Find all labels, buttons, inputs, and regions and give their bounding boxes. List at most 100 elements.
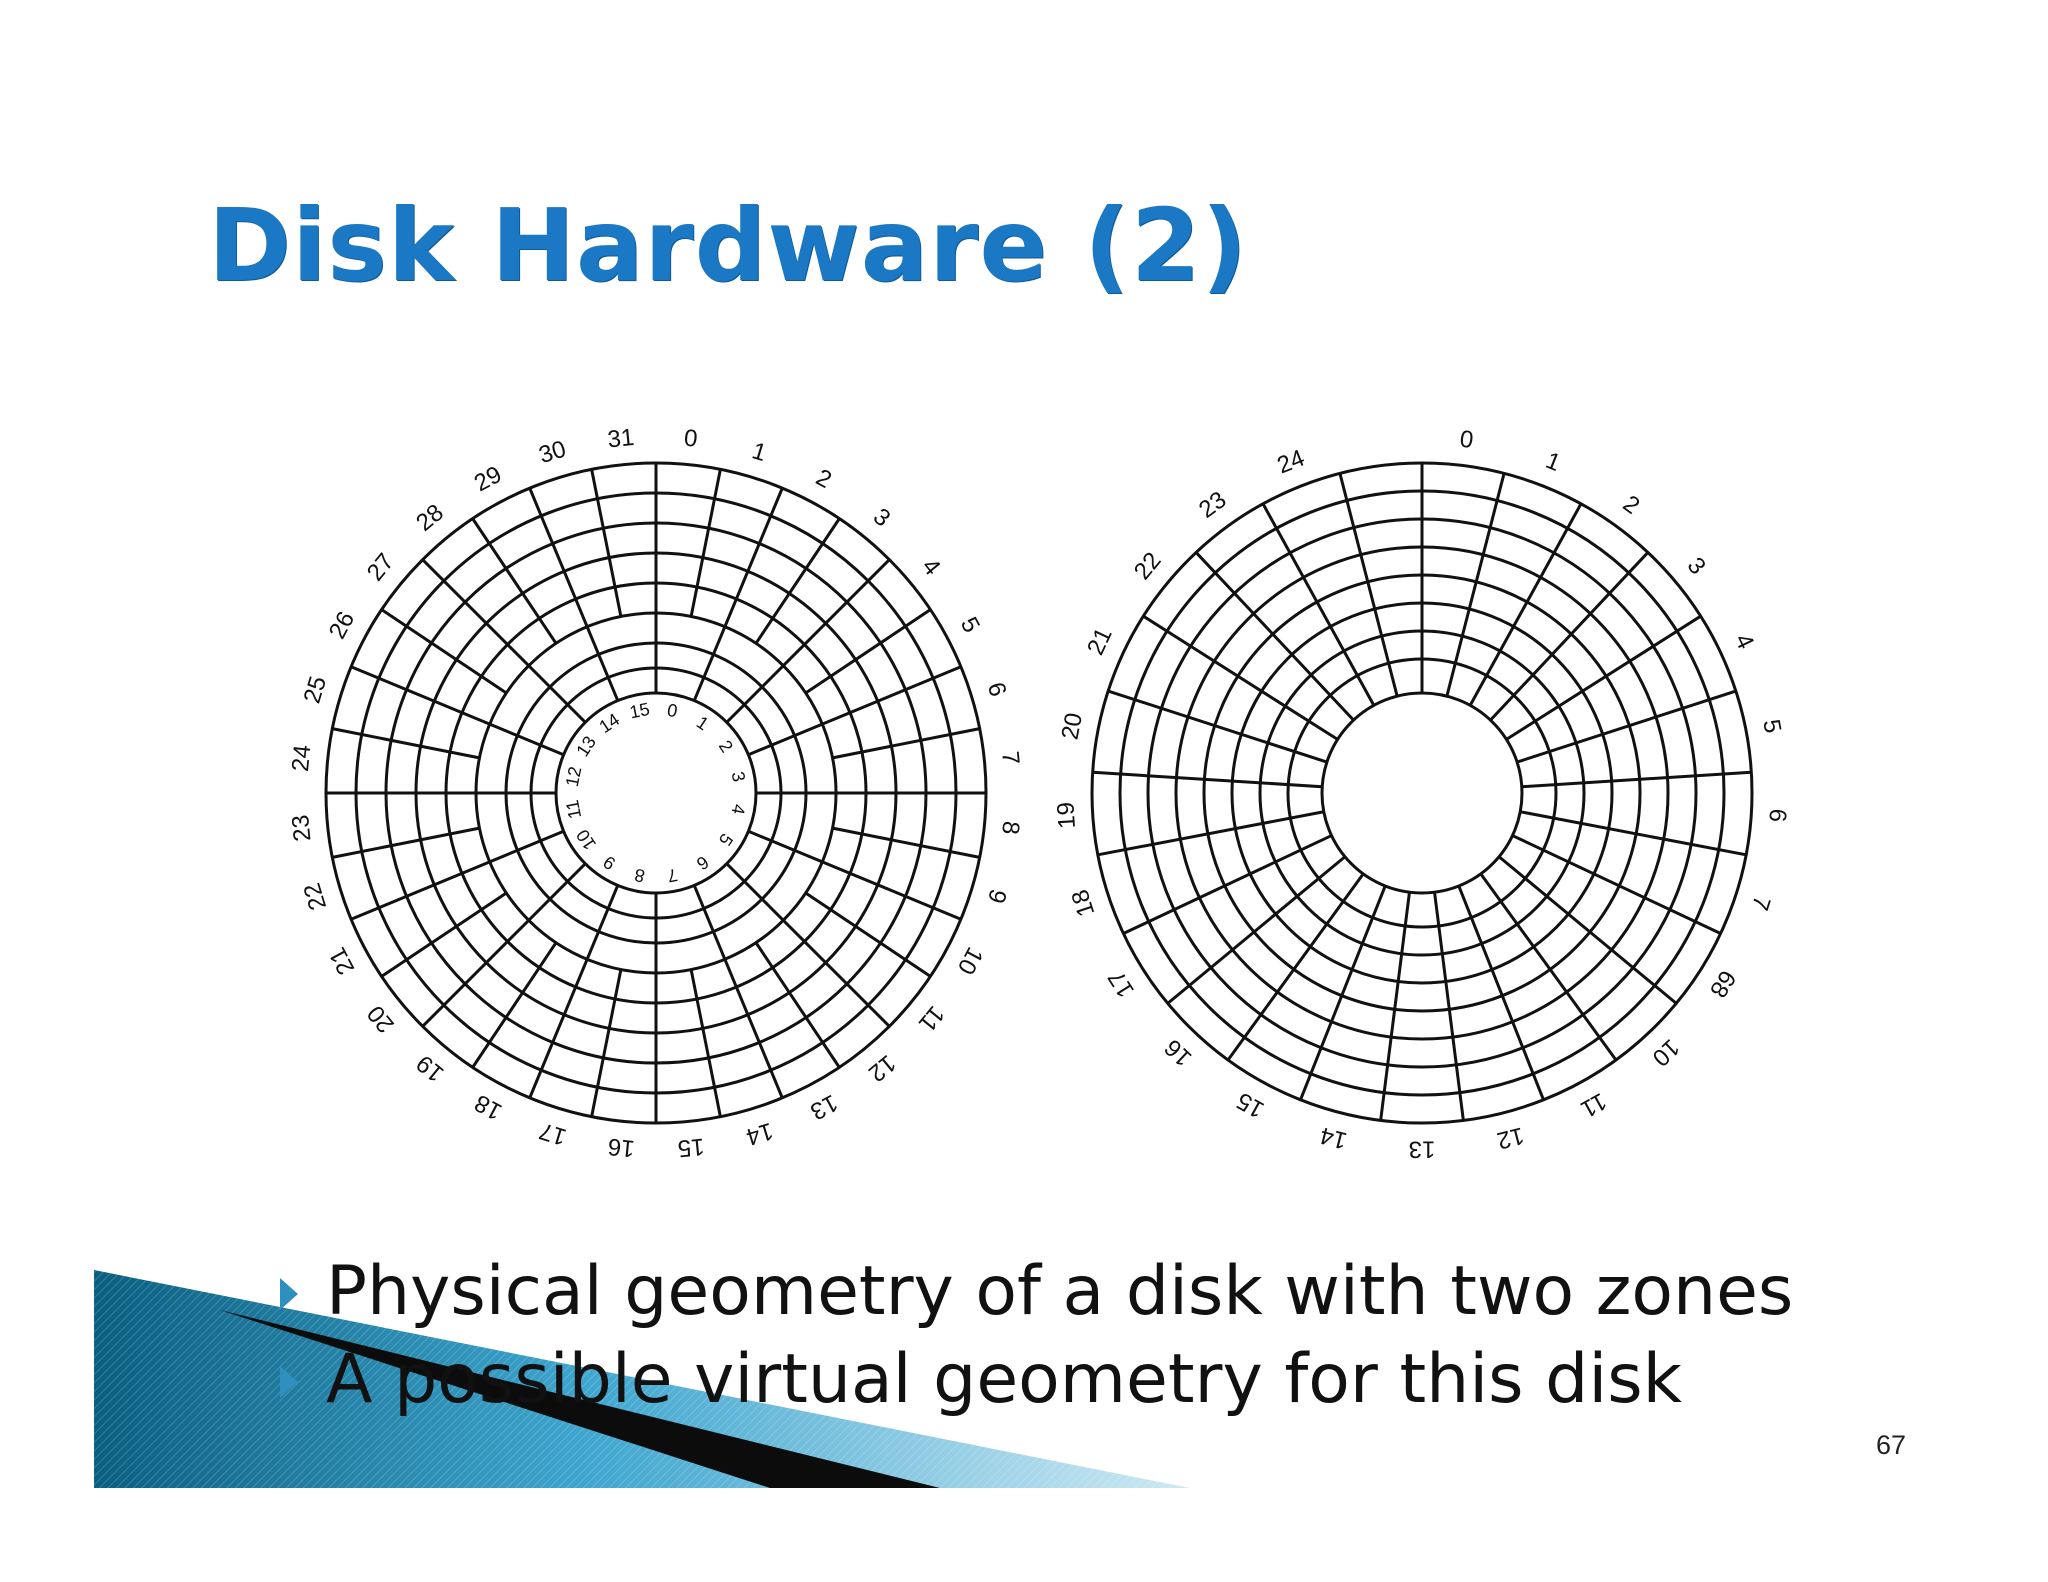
sector-boundary bbox=[1445, 472, 1506, 697]
sector-boundary bbox=[804, 608, 932, 695]
bullet-item: A possible virtual geometry for this dis… bbox=[272, 1336, 1793, 1424]
black-wedge-shape bbox=[220, 1310, 940, 1488]
sector-number-label: 5 bbox=[1757, 717, 1786, 735]
sector-boundary bbox=[747, 829, 823, 864]
sector-boundary bbox=[1142, 614, 1339, 741]
page-number: 67 bbox=[1876, 1430, 1907, 1460]
sector-number-label: 12 bbox=[1494, 1121, 1527, 1154]
sector-boundary bbox=[804, 891, 932, 978]
sector-boundary bbox=[725, 664, 785, 724]
sector-number-label: 7 bbox=[666, 865, 680, 887]
sector-boundary bbox=[1479, 873, 1618, 1061]
sector-boundary bbox=[832, 727, 980, 760]
sector-number-label: 16 bbox=[607, 1133, 636, 1162]
sector-boundary bbox=[689, 969, 722, 1117]
sector-boundary bbox=[1511, 834, 1722, 935]
sector-number-label: 11 bbox=[562, 798, 585, 820]
bullet-text: A possible virtual geometry for this dis… bbox=[326, 1340, 1683, 1419]
sector-boundary bbox=[1519, 810, 1747, 857]
sector-boundary bbox=[1468, 503, 1583, 707]
sector-boundary bbox=[1261, 503, 1376, 707]
sector-boundary bbox=[1338, 472, 1399, 697]
sector-number-label: 20 bbox=[1057, 711, 1089, 742]
sector-boundary bbox=[1457, 885, 1545, 1101]
sector-boundary bbox=[471, 517, 558, 645]
sector-number-label: 19 bbox=[1052, 801, 1081, 829]
sector-boundary bbox=[1498, 855, 1678, 1005]
sector-number-label: 4 bbox=[728, 803, 750, 817]
sector-boundary bbox=[689, 469, 722, 617]
bullet-item: Physical geometry of a disk with two zon… bbox=[272, 1248, 1793, 1336]
sector-boundary bbox=[332, 826, 480, 859]
sector-number-label: 31 bbox=[606, 424, 635, 453]
sector-boundary bbox=[528, 958, 589, 1099]
sector-boundary bbox=[725, 862, 785, 922]
sector-boundary bbox=[528, 487, 589, 628]
sector-boundary bbox=[421, 558, 530, 667]
sector-number-label: 8 bbox=[633, 865, 647, 887]
sector-number-label: 14 bbox=[1317, 1121, 1350, 1154]
sector-boundary bbox=[1505, 614, 1702, 741]
sector-boundary bbox=[821, 860, 962, 921]
sector-boundary bbox=[1226, 873, 1365, 1061]
sector-number-label: 0 bbox=[666, 700, 680, 722]
arrow-bullet-icon bbox=[280, 1278, 298, 1310]
sector-boundary bbox=[754, 517, 841, 645]
sector-boundary bbox=[585, 626, 620, 702]
sector-boundary bbox=[1433, 892, 1465, 1121]
sector-boundary bbox=[692, 626, 727, 702]
sector-boundary bbox=[1489, 551, 1649, 722]
sector-number-label: 24 bbox=[287, 744, 316, 773]
sector-boundary bbox=[489, 722, 565, 757]
sector-boundary bbox=[1122, 834, 1333, 935]
sector-number-label: 3 bbox=[728, 770, 750, 784]
sector-boundary bbox=[692, 884, 727, 960]
sector-boundary bbox=[350, 860, 491, 921]
sector-boundary bbox=[421, 919, 530, 1028]
sector-boundary bbox=[1379, 892, 1411, 1121]
sector-number-label: 12 bbox=[562, 765, 586, 789]
sector-number-label: 13 bbox=[1409, 1136, 1436, 1163]
sector-boundary bbox=[723, 958, 784, 1099]
sector-number-label: 7 bbox=[996, 750, 1024, 766]
sector-boundary bbox=[489, 829, 565, 864]
sector-boundary bbox=[782, 558, 891, 667]
slide-title: Disk Hardware (2) bbox=[208, 187, 1248, 304]
sector-boundary bbox=[1521, 770, 1752, 789]
bullet-list: Physical geometry of a disk with two zon… bbox=[272, 1248, 1793, 1424]
sector-number-label: 23 bbox=[287, 813, 316, 842]
sector-boundary bbox=[380, 608, 508, 695]
sector-number-label: 0 bbox=[1458, 426, 1475, 454]
sector-boundary bbox=[1516, 689, 1737, 764]
sector-boundary bbox=[832, 826, 980, 859]
arrow-bullet-icon bbox=[280, 1366, 298, 1398]
sector-boundary bbox=[821, 665, 962, 726]
sector-boundary bbox=[754, 941, 841, 1069]
sector-boundary bbox=[1195, 551, 1355, 722]
sector-boundary bbox=[1097, 810, 1325, 857]
sector-boundary bbox=[1299, 885, 1387, 1101]
sector-boundary bbox=[590, 469, 623, 617]
sector-boundary bbox=[590, 969, 623, 1117]
sector-number-label: 15 bbox=[628, 699, 652, 723]
sector-boundary bbox=[782, 919, 891, 1028]
sector-number-label: 0 bbox=[683, 425, 699, 453]
sector-boundary bbox=[380, 891, 508, 978]
sector-boundary bbox=[1166, 855, 1346, 1005]
sector-boundary bbox=[527, 664, 587, 724]
sector-boundary bbox=[332, 727, 480, 760]
sector-boundary bbox=[471, 941, 558, 1069]
sector-number-label: 6 bbox=[1763, 808, 1791, 823]
sector-boundary bbox=[527, 862, 587, 922]
sector-boundary bbox=[585, 884, 620, 960]
sector-boundary bbox=[747, 722, 823, 757]
sector-boundary bbox=[1107, 689, 1328, 764]
sector-number-label: 8 bbox=[996, 820, 1024, 836]
sector-boundary bbox=[350, 665, 491, 726]
bullet-text: Physical geometry of a disk with two zon… bbox=[326, 1252, 1794, 1331]
sector-boundary bbox=[1092, 770, 1323, 789]
sector-number-label: 15 bbox=[676, 1133, 705, 1162]
sector-boundary bbox=[723, 487, 784, 628]
